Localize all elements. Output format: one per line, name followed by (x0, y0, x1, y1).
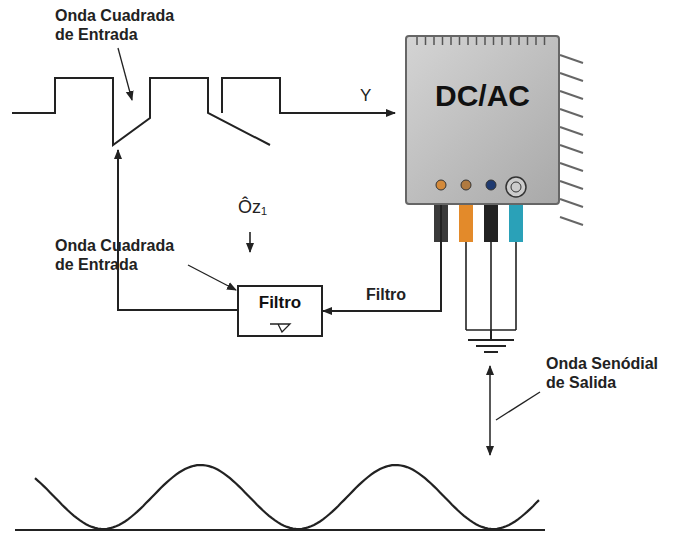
note-label: Onda Cuadrada de Entrada (55, 236, 195, 274)
input-arrow (249, 232, 251, 252)
box-label: Filtro (249, 293, 311, 313)
note-label: Onda Cuadrada de Entrada (55, 6, 190, 44)
signal-name: Y (360, 86, 390, 105)
signal-symbol: Ôz₁ (238, 198, 298, 217)
edge-label: Filtro (364, 285, 408, 304)
device-details (405, 35, 560, 205)
feedback-line (118, 150, 237, 310)
connector (323, 205, 441, 311)
square-wave (12, 78, 395, 145)
ground-symbol (468, 330, 514, 352)
wire-plugs (434, 200, 523, 330)
baseline (15, 529, 545, 531)
leader-line (188, 265, 236, 290)
sine-wave (35, 465, 539, 529)
note-label: Onda Senódial de Salida (546, 354, 676, 392)
leader-line (118, 48, 132, 100)
filter-box: Filtro (237, 285, 323, 337)
filter-symbol (268, 321, 292, 333)
output-arrow (489, 366, 491, 455)
device-title: DC/AC (407, 79, 558, 113)
inverter-box: DC/AC (405, 35, 560, 205)
leader-line (496, 392, 540, 420)
heat-fins (560, 55, 583, 225)
